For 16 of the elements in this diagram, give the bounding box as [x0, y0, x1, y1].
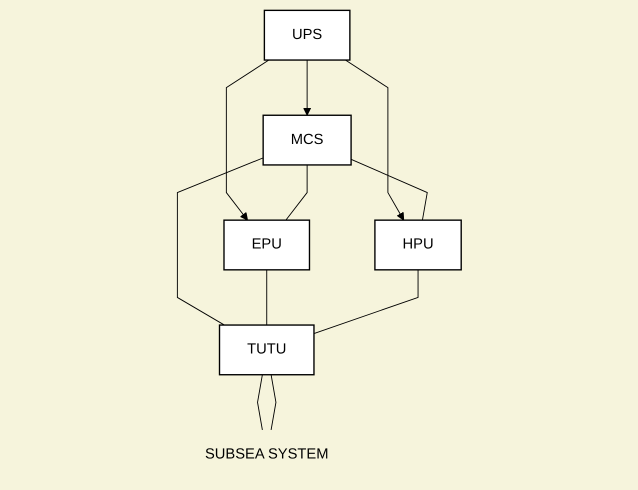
- connector: [285, 164, 308, 221]
- connector: [270, 374, 276, 430]
- arrow: [226, 60, 270, 221]
- connector: [313, 269, 418, 334]
- node-box: MCS: [262, 114, 352, 166]
- connector: [266, 269, 267, 326]
- node-box: UPS: [263, 10, 350, 61]
- node-box: EPU: [223, 219, 310, 271]
- node-box: TUTU: [218, 324, 314, 376]
- connector: [176, 157, 264, 326]
- arrow: [344, 60, 404, 221]
- arrow: [302, 60, 311, 116]
- connector: [256, 374, 263, 430]
- node-box: HPU: [374, 219, 462, 271]
- node-text: SUBSEA SYSTEM: [204, 446, 328, 462]
- connector: [350, 158, 428, 221]
